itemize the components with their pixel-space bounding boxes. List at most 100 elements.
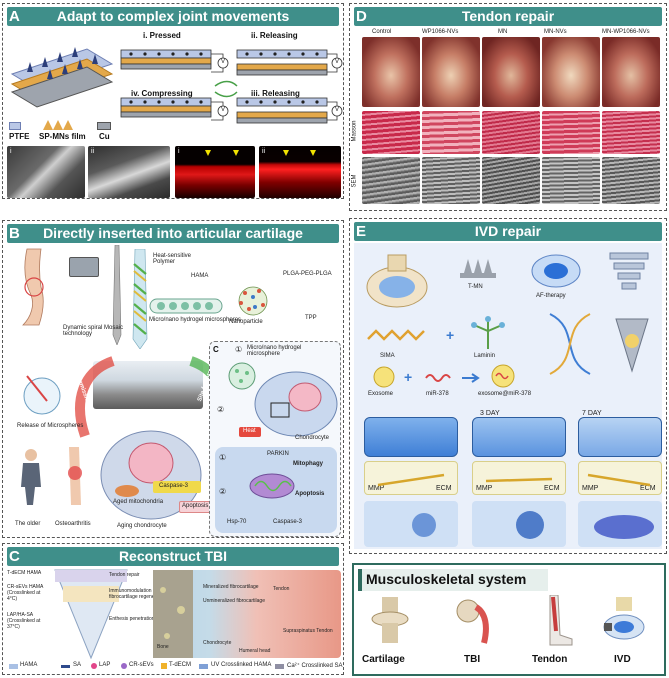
label-oa: Osteoarthritis <box>55 521 91 527</box>
leg-illustration <box>22 248 44 326</box>
panel-c-banner <box>7 547 339 566</box>
ann-crsevs: CR-sEVs HAMA (Crosslinked at 4°C) <box>7 584 44 602</box>
step1-badge: ① <box>235 345 243 354</box>
spmn-film-illustration <box>10 47 114 108</box>
legend-ca: Ca²⁺ Crosslinked SA <box>287 663 343 669</box>
step-releasing-1: ii. Releasing <box>251 31 298 40</box>
mitochondrion <box>249 473 295 499</box>
panel-d-banner <box>354 7 662 26</box>
label-day7: 7 DAY <box>582 410 602 417</box>
label-exosome: Exosome <box>368 391 394 397</box>
label-ecm-3: ECM <box>640 485 656 492</box>
label-combo: exosome@miR-378 <box>478 391 532 397</box>
volt-3: V <box>221 107 226 113</box>
step-releasing-2: iii. Releasing <box>251 89 300 98</box>
legend-crsevs: CR-sEVs <box>129 662 154 668</box>
microsphere-tube <box>149 298 223 314</box>
disc-day3 <box>472 417 566 457</box>
panel-c: C Reconstruct TBI T-dECM HAMA CR-sEVs HA… <box>2 543 344 675</box>
panel-e-title: IVD repair <box>474 223 542 239</box>
ann-tdecm: T-dECM HAMA <box>7 570 42 576</box>
col-mn-nvs: MN-NVs <box>544 29 567 35</box>
label-mmp-2: MMP <box>476 485 493 492</box>
circuit-diagram <box>120 49 343 124</box>
sima-molecule <box>367 329 425 341</box>
ptfe-swatch <box>9 122 21 130</box>
legend-crsevs-swatch <box>121 663 127 669</box>
laminin-icon <box>471 316 505 349</box>
release-icon <box>23 375 61 415</box>
sub-c-letter: C <box>213 345 219 354</box>
label-ecm-2: ECM <box>544 485 560 492</box>
panel-b-title: Directly inserted into articular cartila… <box>43 225 303 241</box>
legend-uv: UV Crosslinked HAMA <box>211 662 272 668</box>
legend-hama: HAMA <box>20 662 38 668</box>
label-mh-micro: Micro/nano hydrogel microsphere <box>247 345 302 357</box>
label-mitophagy: Mitophagy <box>293 461 323 467</box>
cell-1 <box>364 501 458 547</box>
af-disc <box>531 254 581 288</box>
legend-tdecm-swatch <box>161 663 167 669</box>
tendon-icon <box>549 595 573 646</box>
needle <box>112 245 122 345</box>
heat-box <box>239 427 261 437</box>
arrow-right <box>462 373 480 383</box>
device-box <box>69 257 99 277</box>
spmn-swatch <box>43 120 73 130</box>
legend-uv-swatch <box>199 664 208 669</box>
photo-film-ii <box>88 146 170 198</box>
arrow-markers <box>205 150 316 156</box>
label-tpp: TPP <box>305 315 317 321</box>
label-apoptosis2: Apoptosis <box>295 491 325 497</box>
mir-icon <box>425 374 451 382</box>
older-person <box>21 449 41 505</box>
cone-scaffold <box>615 318 649 373</box>
row-sem: SEM <box>351 174 358 188</box>
exosome-icon <box>373 366 395 388</box>
col-wp1066: WP1066-NVs <box>422 29 459 35</box>
panel-b-banner <box>7 224 339 243</box>
label-caspase2: Caspase-3 <box>273 519 303 525</box>
step1-badge-2: ① <box>219 453 227 462</box>
ms-title-box <box>358 569 548 591</box>
label-tmn: T-MN <box>468 284 483 290</box>
label-laminin: Laminin <box>474 353 496 359</box>
step-compressing: iv. Compressing <box>131 89 193 98</box>
panel-d-letter: D <box>356 8 367 25</box>
label-hama: HAMA <box>191 273 209 279</box>
legend-ca-swatch <box>275 664 284 669</box>
masson-5 <box>602 111 660 154</box>
bone-block <box>153 570 193 658</box>
masson-2 <box>422 111 480 154</box>
spiral-needle <box>132 249 148 349</box>
col-control: Control <box>372 29 392 35</box>
cu-swatch <box>97 122 111 130</box>
legend-lap-swatch <box>91 663 97 669</box>
sem-3 <box>482 157 540 204</box>
step2-badge-2: ② <box>219 487 227 496</box>
ivd-icon <box>603 597 645 640</box>
cartilage-icon <box>371 597 409 643</box>
masson-1 <box>362 111 420 154</box>
legend-tdecm: T-dECM <box>169 662 192 668</box>
disc-day0 <box>364 417 458 457</box>
label-ecm-1: ECM <box>436 485 452 492</box>
panel-c-title: Reconstruct TBI <box>118 548 228 564</box>
photo-label-a4: ii <box>262 148 266 155</box>
plus-sign-2: + <box>404 369 413 385</box>
chondrocyte-cell <box>254 371 338 437</box>
masson-3 <box>482 111 540 154</box>
balance-1 <box>364 461 458 495</box>
label-aging: Aging chondrocyte <box>117 523 167 529</box>
ann-chondro: Chondrocyte <box>203 640 232 646</box>
label-caspase: Caspase-3 <box>159 483 189 489</box>
row-masson: Masson <box>351 120 358 142</box>
label-mmp-3: MMP <box>582 485 599 492</box>
col-mn-wp: MN-WP1066-NVs <box>602 29 650 35</box>
panel-c-letter: C <box>9 548 20 565</box>
ms-title: Musculoskeletal system <box>366 571 527 587</box>
spine-disc <box>366 254 428 308</box>
label-polymer: Heat-sensitive Polymer <box>153 253 192 265</box>
musculoskeletal-panel: Musculoskeletal system Cartilage TBI Ten… <box>352 563 666 676</box>
label-day3: 3 DAY <box>480 410 500 417</box>
